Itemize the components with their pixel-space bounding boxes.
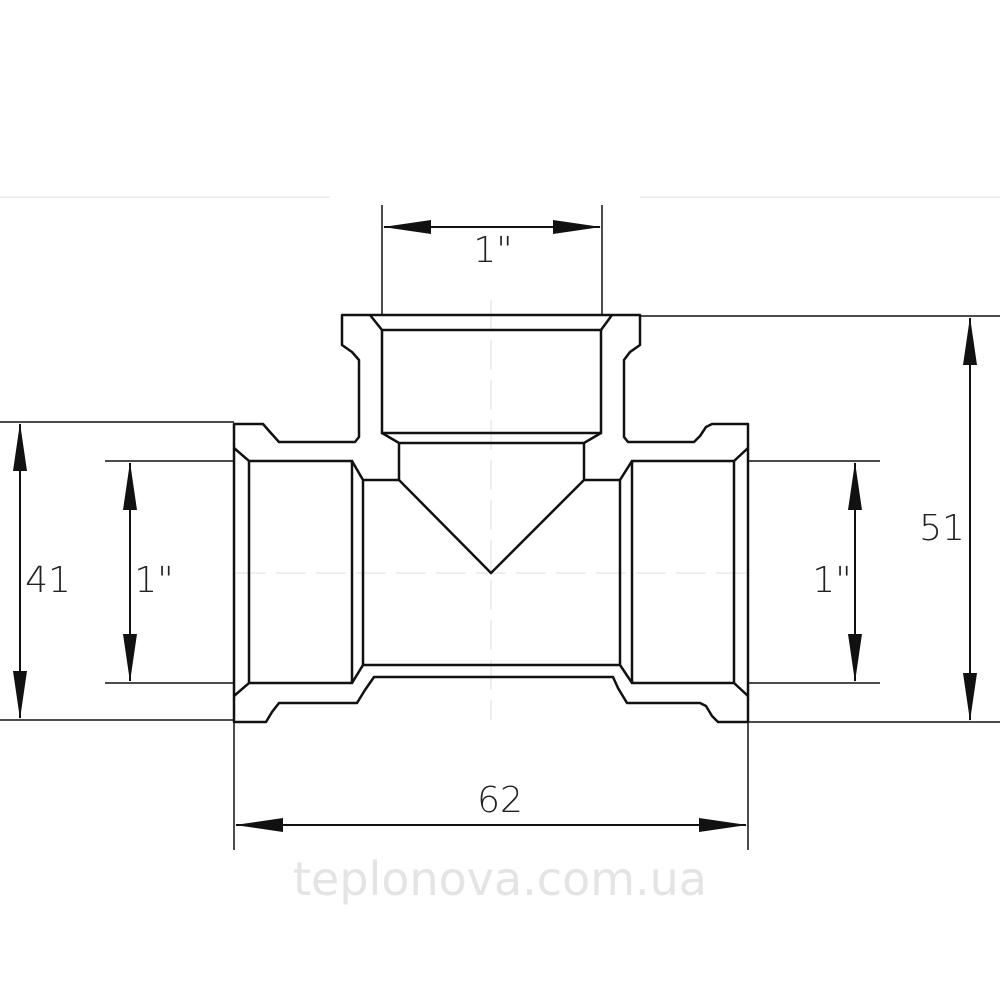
top-thread-label: 1" — [473, 230, 512, 271]
tee-outline — [232, 313, 750, 724]
tee-inner-lines — [233, 314, 749, 697]
right-thread-label: 1" — [812, 560, 851, 601]
overall-length-label: 62 — [477, 780, 523, 821]
dimension-lines — [0, 205, 1000, 850]
side-height-label: 41 — [25, 560, 71, 601]
reference-lines — [0, 196, 1000, 720]
left-thread-label: 1" — [134, 560, 173, 601]
watermark: teplonova.com.ua — [293, 852, 707, 906]
overall-height-label: 51 — [919, 508, 965, 549]
